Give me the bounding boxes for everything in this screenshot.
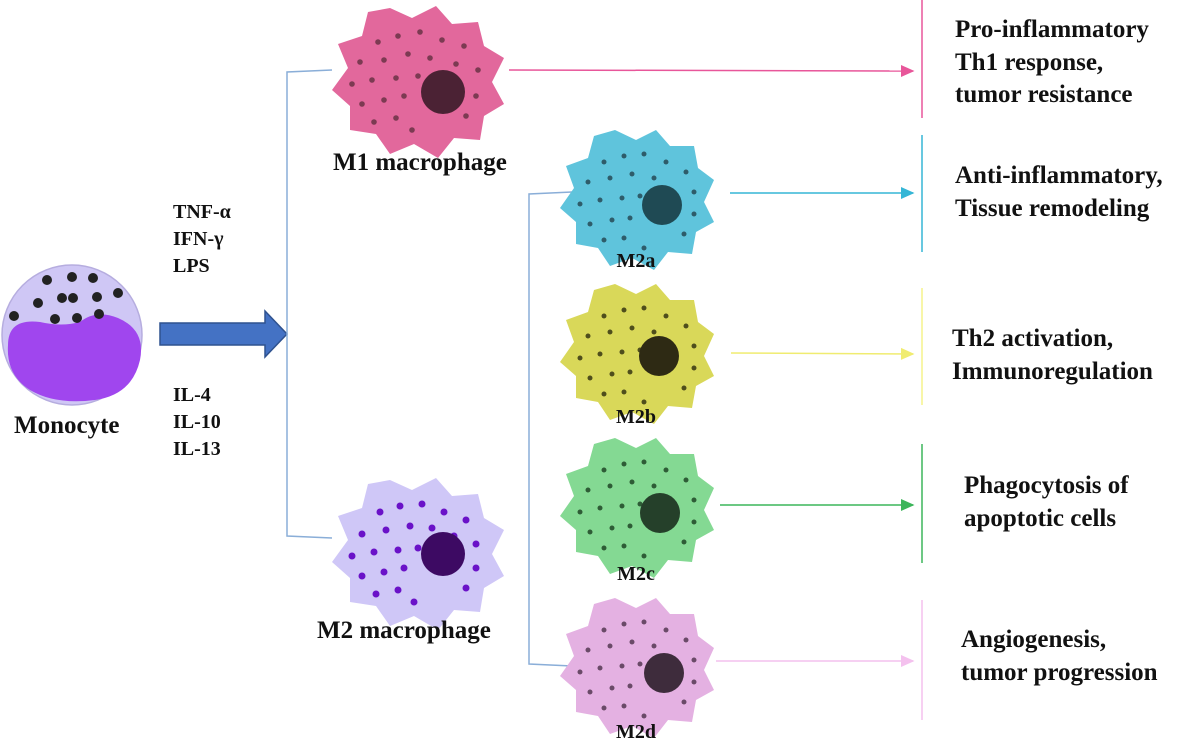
- m1-outcome-arrow: [508, 64, 915, 77]
- m1-signal-list: TNF-α IFN-γ LPS: [173, 199, 231, 281]
- monocyte-cell: [1, 264, 143, 406]
- main-bracket: [286, 69, 333, 539]
- m2c-cell: [560, 438, 714, 578]
- m2-macrophage-label: M2 macrophage: [317, 617, 491, 644]
- m2a-label: M2a: [616, 250, 656, 272]
- m2d-label: M2d: [616, 721, 656, 743]
- m2a-outcome-text: Anti-inflammatory, Tissue remodeling: [955, 162, 1163, 222]
- m1-outcome-text: Pro-inflammatory Th1 response, tumor res…: [955, 16, 1149, 108]
- m2a-cell: [560, 130, 714, 270]
- m2-signal: IL-10: [173, 411, 221, 434]
- monocyte-label: Monocyte: [14, 412, 120, 439]
- m2-signal: IL-13: [173, 438, 221, 461]
- m2b-outcome-arrow: [730, 347, 915, 360]
- m2-macrophage-cell: [332, 478, 504, 630]
- m1-signal: TNF-α: [173, 201, 231, 223]
- m1-signal: LPS: [173, 255, 210, 278]
- m2b-outcome-text: Th2 activation, Immunoregulation: [952, 325, 1153, 385]
- m2-signal: IL-4: [173, 384, 211, 406]
- m2b-cell: [560, 284, 714, 424]
- m2-subtype-bracket: [528, 191, 573, 667]
- m2d-outcome-text: Angiogenesis, tumor progression: [961, 626, 1158, 686]
- m2d-cell: [560, 598, 714, 738]
- differentiation-arrow: [159, 309, 289, 359]
- m1-signal: IFN-γ: [173, 228, 224, 251]
- m2-signal-list: IL-4 IL-10 IL-13: [173, 382, 221, 464]
- m1-macrophage-label: M1 macrophage: [333, 149, 507, 176]
- m2c-label: M2c: [617, 563, 655, 585]
- m2c-outcome-text: Phagocytosis of apoptotic cells: [964, 472, 1129, 532]
- m2b-label: M2b: [616, 406, 656, 428]
- m1-macrophage-cell: [332, 6, 504, 158]
